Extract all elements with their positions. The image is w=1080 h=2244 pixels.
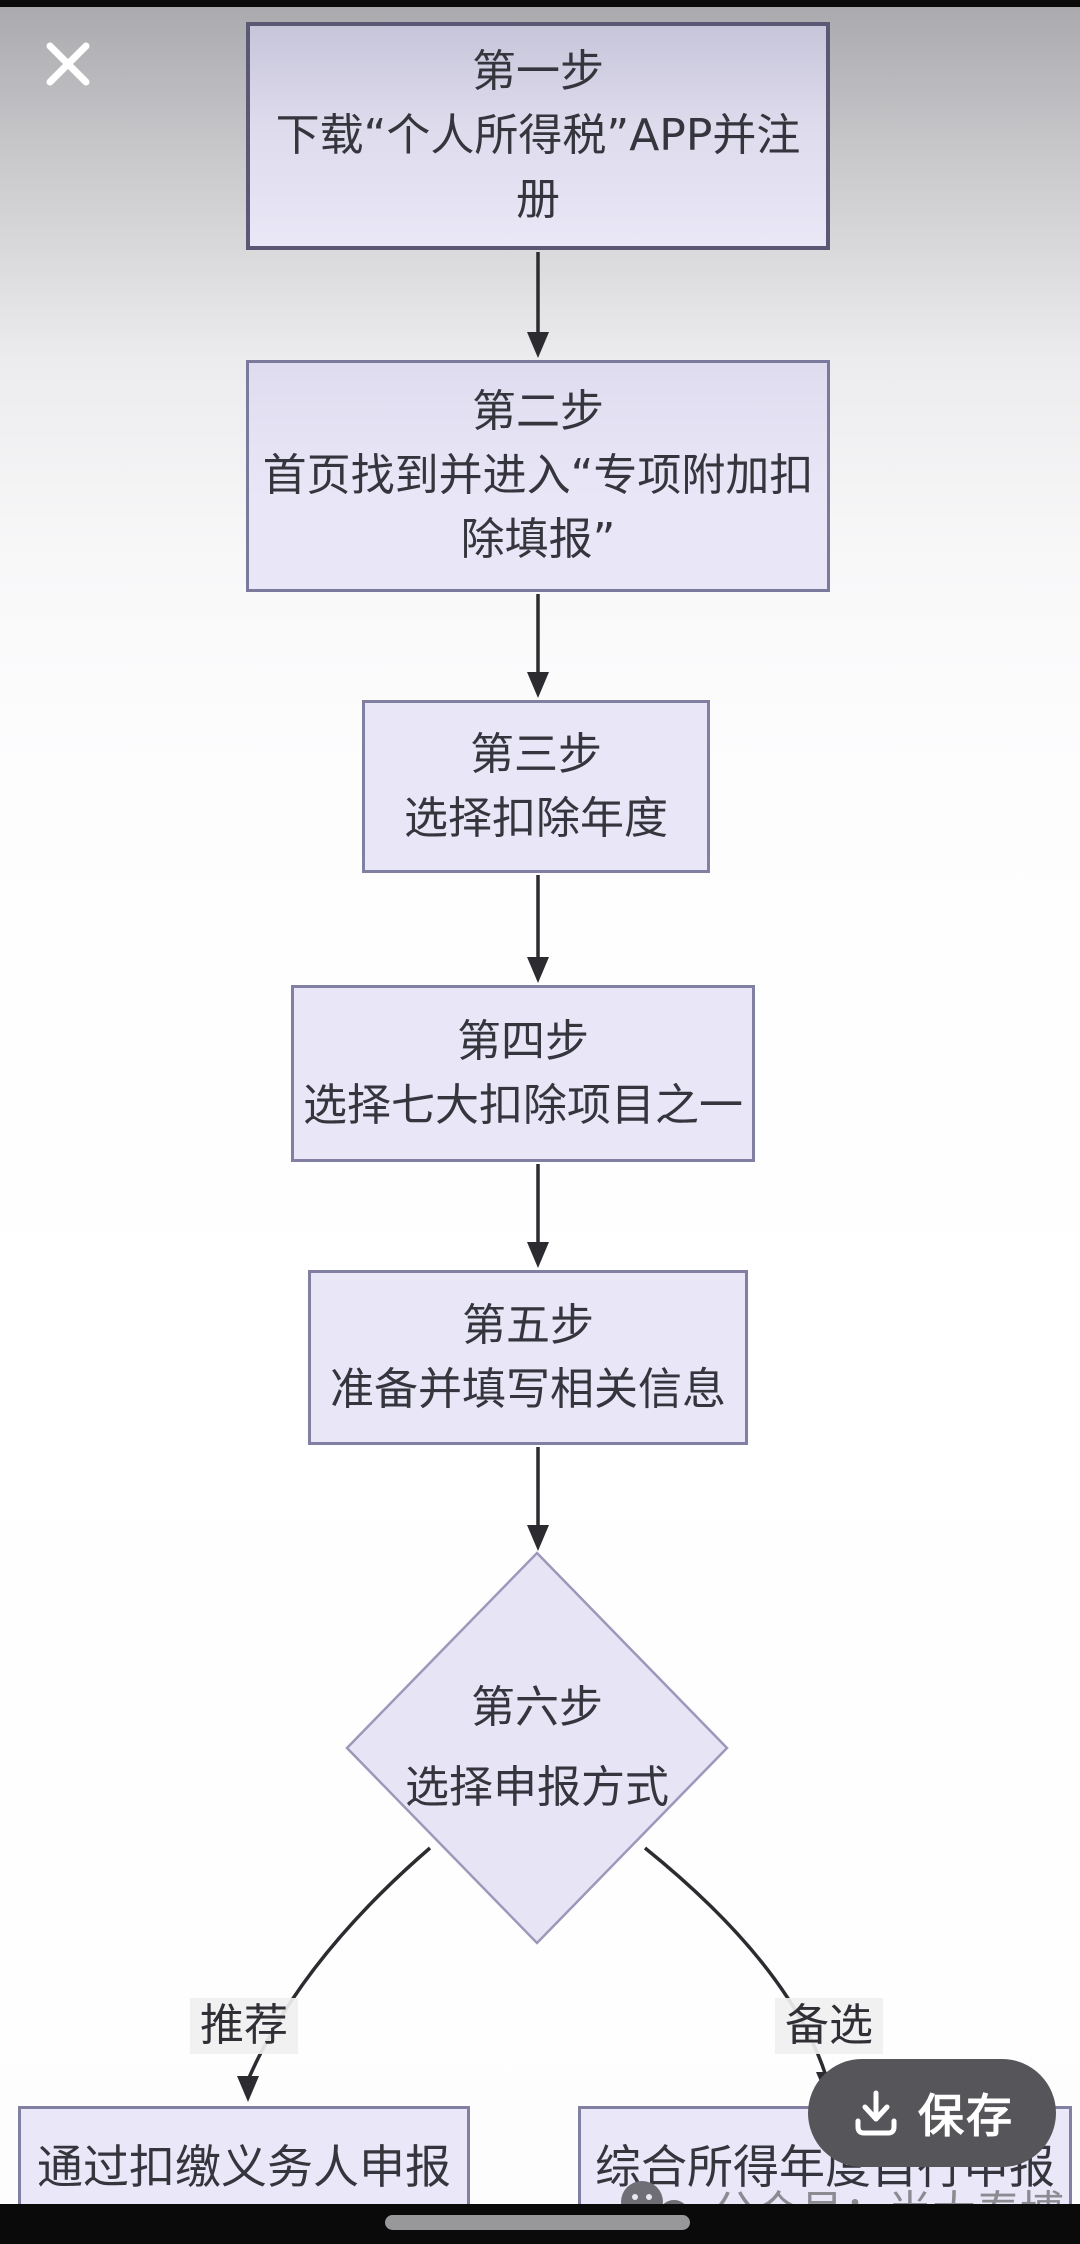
close-button[interactable] — [40, 36, 96, 92]
branch-label-recommended: 推荐 — [190, 1998, 298, 2054]
step4-box: 第四步选择七大扣除项目之一 — [291, 985, 755, 1162]
step2-box: 第二步首页找到并进入“专项附加扣除填报” — [246, 360, 830, 592]
close-icon — [46, 42, 90, 86]
step6-diamond-label: 第六步选择申报方式 — [405, 1682, 669, 1813]
step3-box: 第三步选择扣除年度 — [362, 700, 710, 873]
branch-label-alternative: 备选 — [775, 1998, 883, 2054]
home-indicator[interactable] — [385, 2215, 690, 2230]
download-icon — [855, 2090, 897, 2136]
step1-box: 第一步下载“个人所得税”APP并注册 — [246, 22, 830, 250]
step5-box: 第五步准备并填写相关信息 — [308, 1270, 748, 1445]
step6-diamond-shape — [345, 1551, 729, 1945]
top-letterbox-bar — [0, 0, 1080, 7]
save-button[interactable]: 保存 — [808, 2059, 1056, 2167]
save-button-label: 保存 — [918, 2090, 1014, 2142]
bottom-system-bar — [0, 2204, 1080, 2244]
